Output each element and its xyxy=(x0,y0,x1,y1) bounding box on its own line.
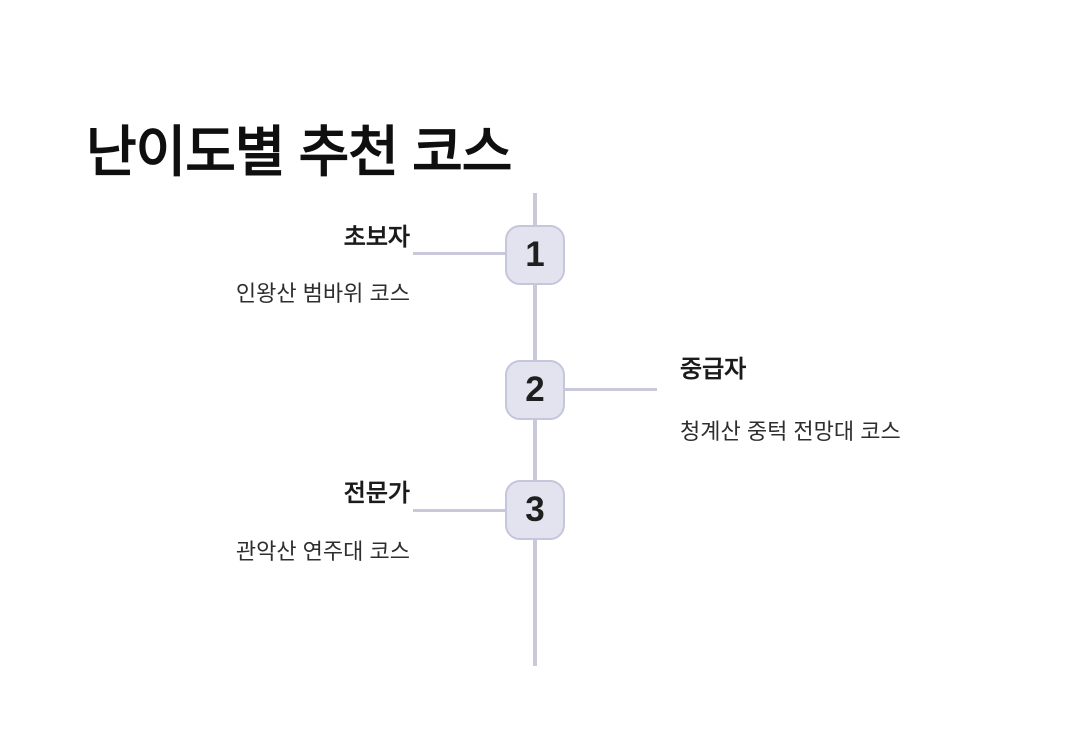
step-2-course-label: 청계산 중턱 전망대 코스 xyxy=(680,419,901,444)
step-2-level-label: 중급자 xyxy=(680,356,747,383)
step-1-course-label: 인왕산 범바위 코스 xyxy=(235,281,410,306)
step-3-level-label: 전문가 xyxy=(343,480,410,507)
step-1-node: 1 xyxy=(505,225,565,285)
page-title: 난이도별 추천 코스 xyxy=(86,120,512,183)
step-2-node: 2 xyxy=(505,360,565,420)
step-2-connector-line xyxy=(565,388,657,391)
step-1-number: 1 xyxy=(525,235,545,274)
step-2-number: 2 xyxy=(525,370,545,409)
timeline-vertical-line xyxy=(533,193,537,666)
step-3-number: 3 xyxy=(525,490,545,529)
step-3-course-label: 관악산 연주대 코스 xyxy=(235,539,410,564)
step-1-connector-line xyxy=(413,252,505,255)
step-3-node: 3 xyxy=(505,480,565,540)
step-3-connector-line xyxy=(413,509,505,512)
step-1-level-label: 초보자 xyxy=(343,224,410,251)
